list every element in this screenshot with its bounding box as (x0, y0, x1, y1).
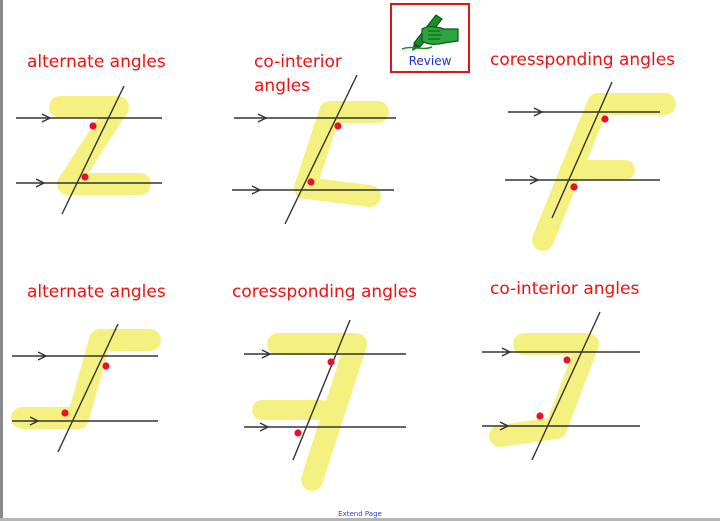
diagram-5-angle-dot-bottom (294, 429, 302, 437)
diagram-6-transversal (531, 311, 601, 461)
diagram-4-angle-dot-bottom (61, 409, 69, 417)
diagram-5-transversal (292, 319, 351, 461)
extend-page-link[interactable]: Extend Page (338, 510, 382, 518)
diagram-4-arrow-top (37, 351, 48, 361)
review-label: Review (408, 54, 452, 68)
diagram-5-arrow-top (261, 349, 272, 359)
review-button[interactable]: Review (390, 3, 470, 73)
diagram-5-label: coressponding angles (232, 282, 418, 302)
left-border (0, 0, 3, 521)
hand-writing-icon (401, 14, 459, 51)
diagram-2-highlight (294, 101, 389, 207)
diagram-6-angle-dot-top (563, 356, 571, 364)
diagram-6-angle-dot-bottom (536, 412, 544, 420)
diagram-3-angle-dot-bottom (570, 183, 578, 191)
bottom-border (0, 518, 720, 521)
diagram-4-angle-dot-top (102, 362, 110, 370)
diagram-6-arrow-top (501, 347, 512, 357)
diagram-2-transversal (284, 74, 358, 225)
diagram-4-transversal (57, 323, 119, 453)
diagram-3-angle-dot-top (601, 115, 609, 123)
diagram-1-angle-dot-bottom (81, 173, 89, 181)
diagram-2-label: co-interior angles (254, 52, 342, 96)
diagram-2-angle-dot-bottom (307, 178, 315, 186)
diagram-2-angle-dot-top (334, 122, 342, 130)
diagram-4-label: alternate angles (27, 282, 166, 302)
diagram-3-arrow-top (533, 107, 544, 117)
diagram-1-arrow-top (41, 113, 52, 123)
diagram-5-angle-dot-top (327, 358, 335, 366)
diagram-3-label: coressponding angles (490, 50, 676, 70)
diagram-1-angle-dot-top (89, 122, 97, 130)
diagram-1-label: alternate angles (27, 52, 166, 72)
diagram-5-arrow-bottom (259, 422, 270, 432)
diagram-1-highlight (49, 96, 151, 195)
diagram-4-highlight (11, 329, 161, 429)
diagram-5-highlight-stem (267, 333, 367, 491)
diagram-6-highlight (489, 333, 599, 447)
diagram-6-arrow-bottom (499, 421, 510, 431)
diagram-3-transversal (551, 81, 613, 219)
diagram-6-label: co-interior angles (490, 279, 640, 299)
diagram-1-arrow-bottom (35, 178, 46, 188)
diagram-2-arrow-top (257, 113, 268, 123)
diagram-2-arrow-bottom (251, 185, 262, 195)
diagram-3-arrow-bottom (529, 175, 540, 185)
diagram-4-arrow-bottom (29, 416, 40, 426)
diagram-3-highlight-stem (532, 93, 676, 251)
diagram-1-transversal (61, 85, 125, 215)
